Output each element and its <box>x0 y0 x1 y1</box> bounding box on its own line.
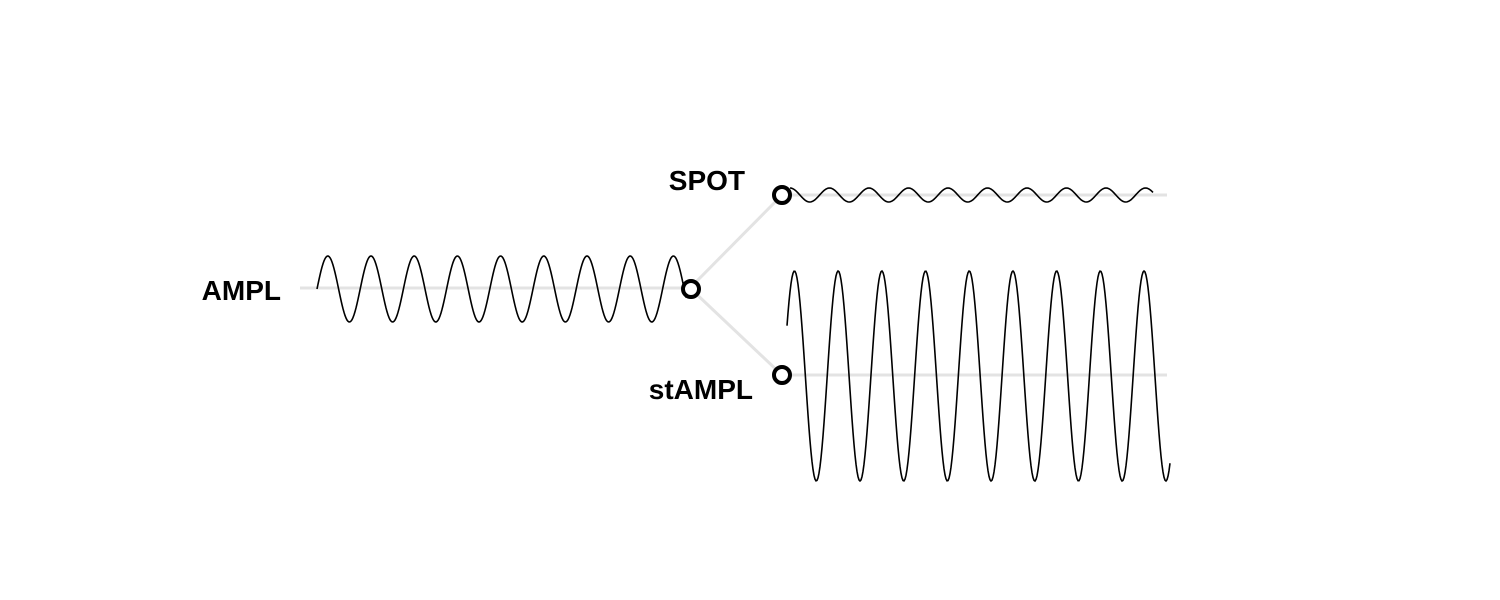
spot-node <box>772 185 792 205</box>
spot-label: SPOT <box>669 165 745 196</box>
lower-branch-connector <box>688 286 784 377</box>
input-label: AMPL <box>202 275 281 306</box>
split-node <box>681 279 701 299</box>
input-waveform <box>316 255 687 323</box>
spot-waveform <box>789 187 1154 203</box>
stampl-node <box>772 365 792 385</box>
stampl-waveform <box>786 269 1171 483</box>
upper-branch-connector <box>688 193 784 290</box>
stampl-label: stAMPL <box>649 374 753 405</box>
